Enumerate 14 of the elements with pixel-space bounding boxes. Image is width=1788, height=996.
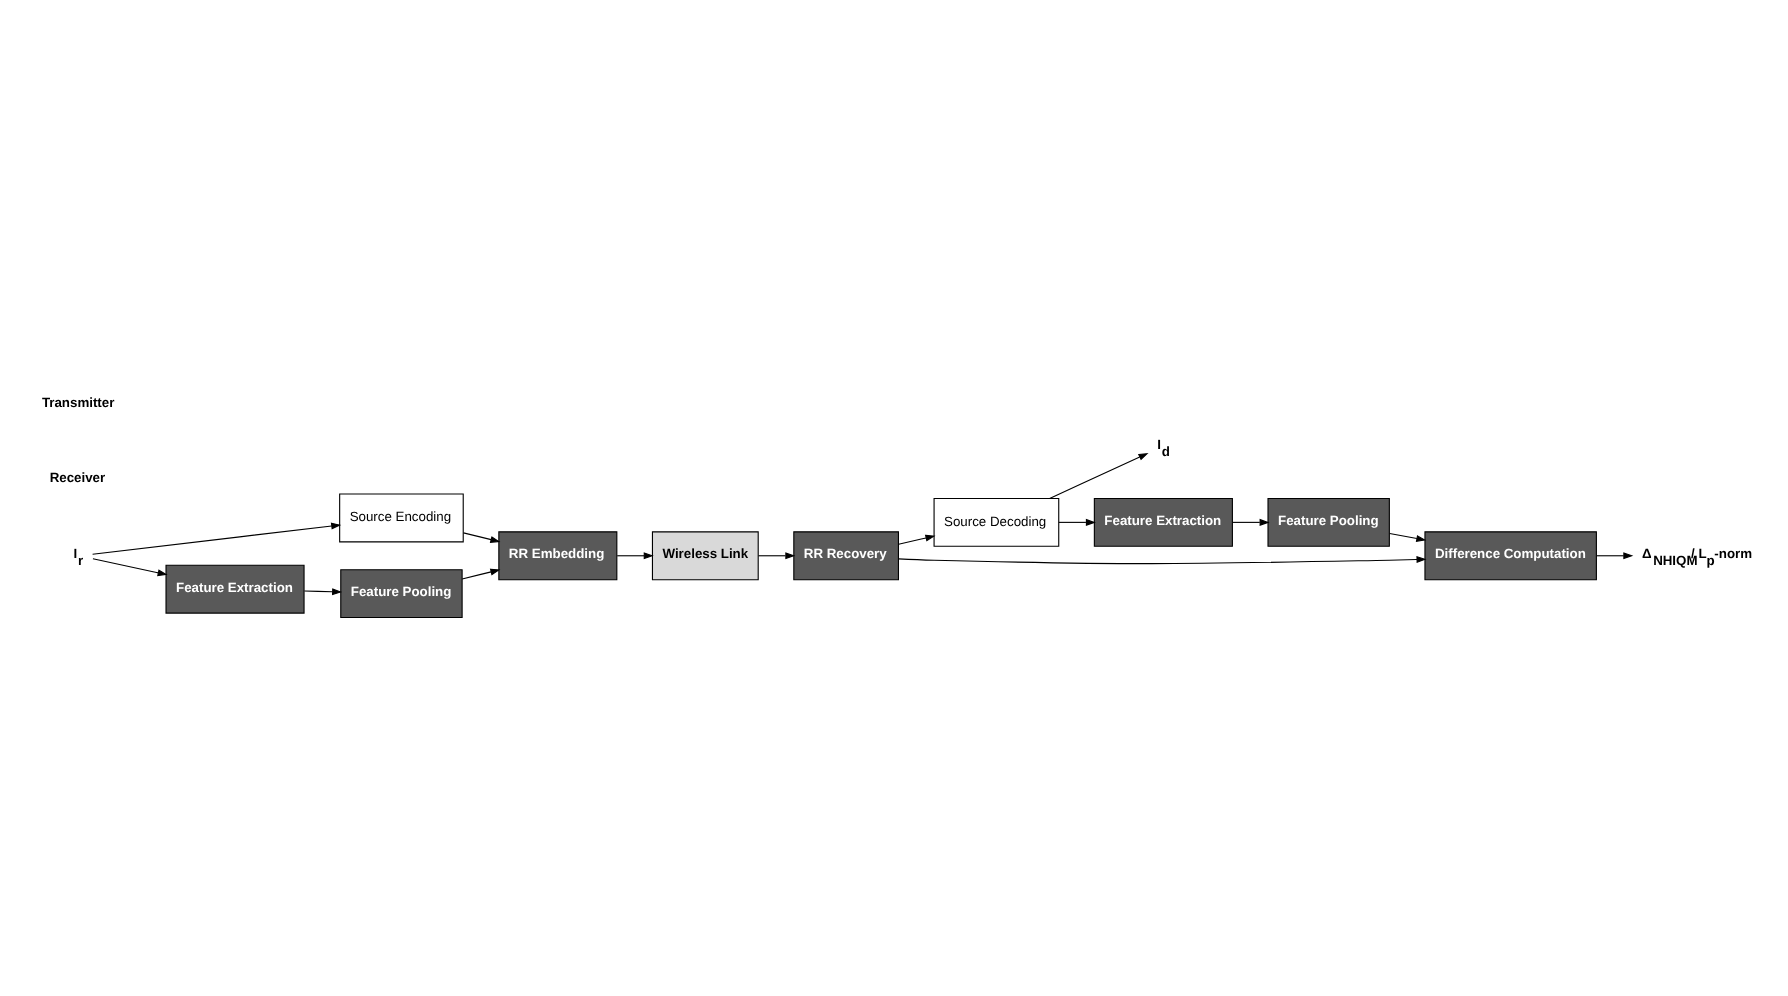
arrow bbox=[616, 551, 654, 559]
arrow bbox=[462, 531, 501, 542]
arrow bbox=[1232, 517, 1270, 525]
arrow bbox=[898, 555, 1427, 564]
arrow bbox=[1058, 517, 1096, 525]
arrow bbox=[1596, 551, 1634, 559]
arrow bbox=[92, 521, 342, 554]
arrow bbox=[757, 551, 796, 559]
arrow bbox=[1389, 531, 1427, 541]
arrow bbox=[1049, 452, 1149, 498]
arrow bbox=[92, 557, 168, 576]
arrow bbox=[898, 533, 936, 544]
arrow bbox=[303, 587, 343, 595]
arrow bbox=[461, 567, 501, 579]
